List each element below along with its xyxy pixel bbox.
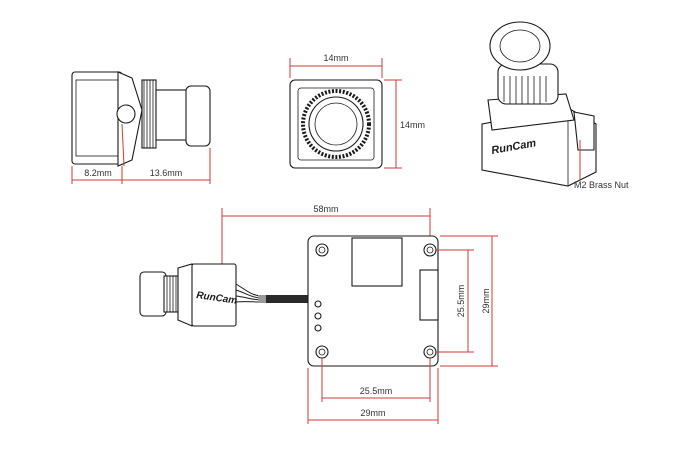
pcb-pad-2 xyxy=(314,312,322,320)
mount-hole-br xyxy=(423,345,437,359)
bottom-view-assembly: 58mm RunCam xyxy=(139,204,498,424)
front-dim-h-label: 14mm xyxy=(400,120,425,130)
front-frame-inner xyxy=(297,87,375,161)
iso-lens-front xyxy=(489,21,551,71)
bottom-lens-front xyxy=(139,271,167,317)
side-nut-circle xyxy=(116,104,136,124)
bottom-camera-body xyxy=(191,263,237,327)
mount-hole-tl xyxy=(315,243,329,257)
holes-x-dim-label: 25.5mm xyxy=(360,386,393,396)
side-dim-a-label: 8.2mm xyxy=(84,168,112,178)
iso-lens-glass xyxy=(499,29,541,63)
pcb-connector xyxy=(419,269,439,321)
side-dim-b-label: 13.6mm xyxy=(150,168,183,178)
board-w-dim-label: 29mm xyxy=(360,408,385,418)
front-lens-outer xyxy=(308,96,364,152)
board-h-dim-label: 29mm xyxy=(481,288,491,313)
side-leader xyxy=(121,123,125,167)
front-lens-knurl xyxy=(301,89,371,159)
mount-hole-bl xyxy=(315,345,329,359)
holes-y-dim-label: 25.5mm xyxy=(456,285,466,318)
front-lens-inner xyxy=(314,102,358,146)
side-lens-knurl xyxy=(143,80,154,148)
iso-bracket xyxy=(573,111,595,151)
side-body xyxy=(71,71,123,165)
bottom-lens-knurl xyxy=(166,276,177,312)
front-view-camera: 14mm 14mm xyxy=(289,53,425,169)
side-view-camera: 8.2mm 13.6mm xyxy=(71,71,211,184)
pcb-chip xyxy=(351,237,403,287)
pcb-pad-3 xyxy=(314,324,322,332)
side-lens-front xyxy=(185,85,211,147)
iso-view-camera: RunCam M2 Brass Nut xyxy=(481,21,629,190)
iso-lens-knurl xyxy=(503,76,547,104)
overall-dim-label: 58mm xyxy=(313,204,338,214)
side-lens-barrel xyxy=(155,89,189,141)
iso-callout-label: M2 Brass Nut xyxy=(574,180,629,190)
front-dim-w-label: 14mm xyxy=(323,53,348,63)
mount-hole-tr xyxy=(423,243,437,257)
pcb-pad-1 xyxy=(314,300,322,308)
